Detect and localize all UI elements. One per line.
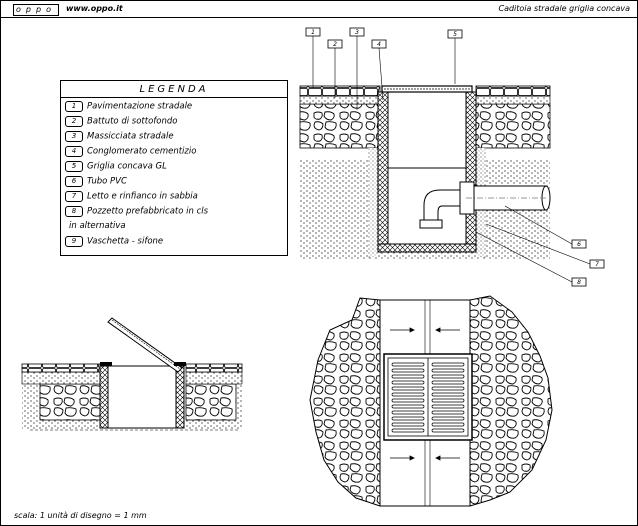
- pavement-left: [299, 85, 381, 97]
- svg-text:1: 1: [311, 29, 315, 36]
- legend-item-note: in alternativa: [69, 221, 126, 231]
- callout-7: 7: [485, 223, 605, 269]
- svg-text:4: 4: [377, 41, 381, 48]
- brand-url: www.oppo.it: [66, 4, 123, 13]
- svg-text:2: 2: [333, 41, 337, 48]
- callout-2: 2: [327, 39, 343, 98]
- subbase-right: [475, 95, 551, 105]
- legend-title: LEGENDA: [139, 84, 209, 95]
- callout-4: 4: [371, 39, 387, 101]
- svg-text:6: 6: [577, 241, 581, 248]
- lifted-grate: [107, 317, 183, 373]
- concrete-wall-left: [377, 91, 389, 251]
- callout-3: 3: [349, 27, 365, 110]
- svg-text:7: 7: [595, 261, 599, 268]
- gravel-right: [475, 103, 551, 149]
- svg-text:3: 3: [355, 29, 359, 36]
- concrete-base: [377, 243, 477, 253]
- grate-slots: [391, 362, 465, 433]
- callout-8: 8: [475, 231, 587, 287]
- concrete-wall-right: [465, 91, 477, 251]
- section-view: 1 2 3 4 5 6 7: [299, 27, 605, 287]
- header-divider: [0, 17, 638, 18]
- callout-6: 6: [504, 205, 587, 249]
- subbase-left: [299, 95, 381, 105]
- open-grate-view: [21, 317, 243, 431]
- callout-1: 1: [305, 27, 321, 88]
- drawing-title: Caditoia stradale griglia concava: [498, 4, 630, 13]
- flow-arrows: [390, 327, 460, 461]
- plan-view: [309, 295, 553, 507]
- scale-note: scala: 1 unità di disegno = 1 mm: [14, 511, 147, 520]
- callout-5: 5: [447, 29, 463, 84]
- svg-text:5: 5: [453, 31, 457, 38]
- brand-logo: oppo: [13, 4, 59, 16]
- pavement-right: [475, 85, 551, 97]
- svg-text:8: 8: [577, 279, 581, 286]
- gravel-left: [299, 103, 381, 149]
